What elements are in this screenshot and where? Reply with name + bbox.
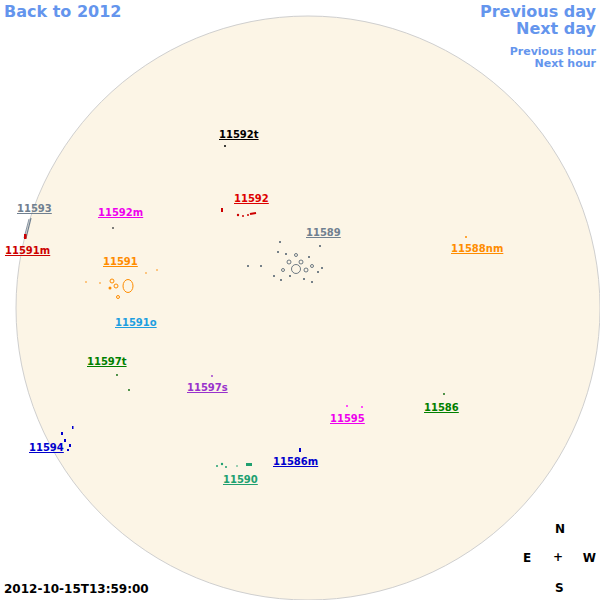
compass-label: N [555,523,565,536]
sunspot [299,260,303,264]
sunspot-group [282,254,314,274]
region-label: 11590 [223,474,258,485]
sunspot [24,234,27,239]
sunspot [279,241,281,243]
sunspot [221,463,223,465]
nav-link: Previous hour [510,46,596,58]
region-label: 11597t [87,356,127,367]
region-label: 11592m [98,207,143,218]
sunspot [114,284,118,288]
region-label: 11586m [273,456,318,467]
region-label: 11586 [424,402,459,413]
sunspot [69,444,71,447]
sunspot [110,279,114,283]
sunspot [237,214,239,216]
sunspot [24,219,29,238]
sunspot [250,213,256,214]
sunspot [465,236,467,238]
sunspot [311,265,314,268]
region-label: 11592 [234,193,269,204]
region-label: 11588nm [451,243,503,254]
sunspot [64,439,66,442]
sunspot-group [85,269,158,298]
sunspot [221,208,223,212]
sunspot [117,296,120,299]
sunspot [308,256,310,258]
sunspot [443,393,445,395]
sunspot [280,279,282,281]
sunspot [285,253,287,255]
sunspot [123,280,133,293]
sunspot [304,268,308,272]
region-label: 11589 [306,227,341,238]
sunspot [99,282,101,284]
region-label: 11591o [115,317,157,328]
sunspot [128,389,130,391]
region-label: 11591m [5,245,50,256]
region-label: 11592t [219,129,259,140]
sunspot [116,374,118,376]
sunspot [224,145,226,147]
sunspot [112,227,114,229]
sunspot [247,265,249,267]
sunspot-group [247,241,323,283]
sunspot [225,466,227,468]
nav-link: Back to 2012 [4,3,121,21]
sunspot [85,281,87,283]
sunspot [277,251,279,253]
nav-link: Previous day [480,3,596,21]
sunspot [361,406,363,408]
sunspot [109,287,112,290]
sunspot [319,245,321,247]
nav-link: Next hour [535,58,597,70]
sunspot [260,265,262,267]
sunspot [247,214,249,216]
sunspot [211,375,213,377]
sunspot [321,267,323,269]
sunspot [289,275,291,277]
region-label: 11595 [330,413,365,424]
region-label: 11594 [29,442,64,453]
sunspot [246,463,252,466]
compass-label: + [553,551,563,564]
sunspot [67,449,69,451]
sunspot [236,465,238,467]
region-label: 11593 [17,203,52,214]
sunspot [145,272,147,274]
compass-label: S [555,582,564,595]
sunspot [292,265,301,274]
sunspot [303,278,305,280]
timestamp: 2012-10-15T13:59:00 [4,583,149,596]
sunspot [287,260,291,264]
sunspot [317,271,319,273]
sunspot [346,405,348,407]
solar-disk [16,16,600,600]
sunspot [61,432,63,435]
sunspot [72,426,74,429]
sunspot [282,269,285,272]
compass-label: W [583,552,596,565]
sunspot [156,269,158,271]
sunspot-group [216,463,252,468]
sunspot [216,465,218,467]
sunspot [311,281,313,283]
nav-link: Next day [516,20,596,38]
sunspot [242,215,244,217]
sunspot [273,275,275,277]
compass-label: E [523,552,531,565]
sunspot [295,254,298,257]
region-label: 11591 [103,256,138,267]
sunspot [299,448,301,452]
region-label: 11597s [187,382,228,393]
